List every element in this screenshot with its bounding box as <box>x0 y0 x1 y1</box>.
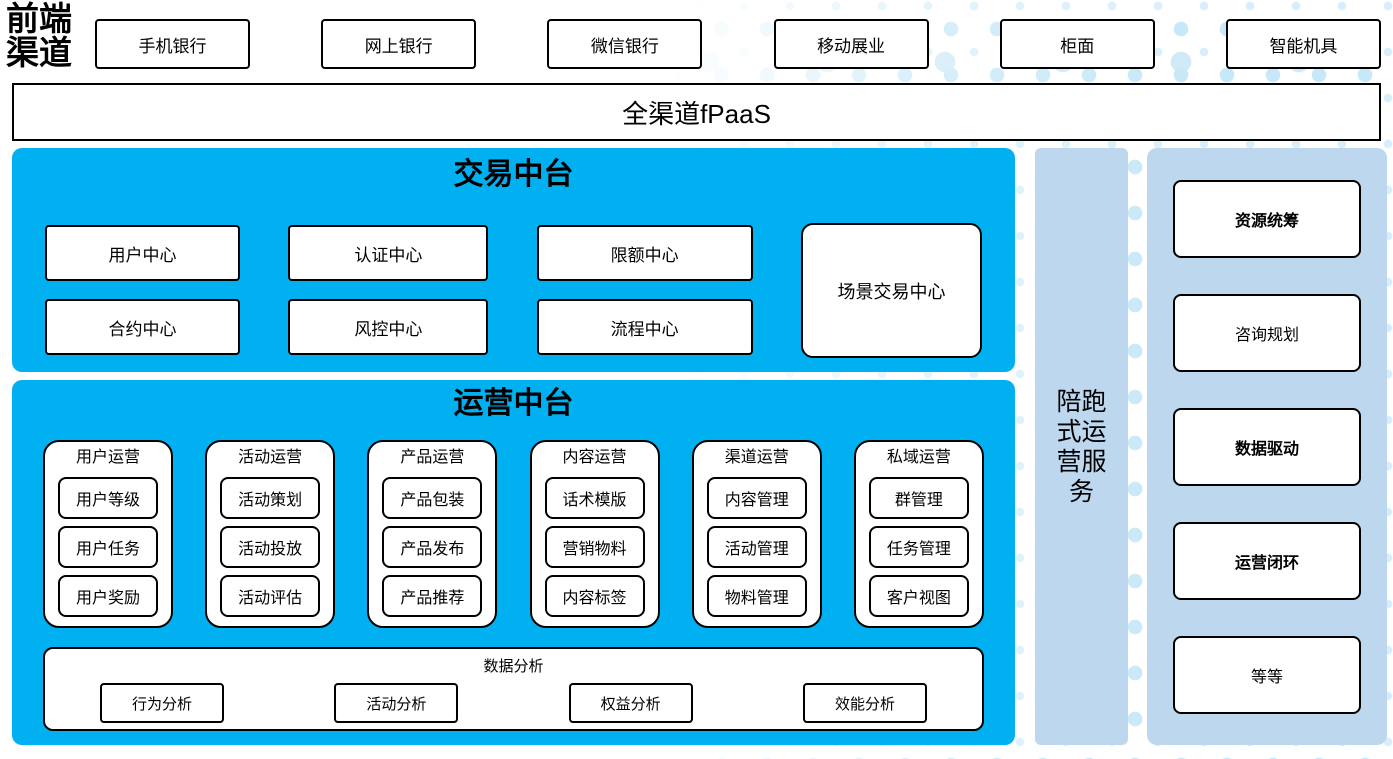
user-reward-box: 用户奖励 <box>58 575 158 617</box>
contract-center-box: 合约中心 <box>45 299 240 355</box>
column-title: 活动运营 <box>238 449 303 466</box>
activity-planning-box: 活动策划 <box>220 477 321 519</box>
etc-box: 等等 <box>1173 636 1361 714</box>
content-management-box: 内容管理 <box>706 477 807 519</box>
services-panel: 资源统筹 咨询规划 数据驱动 运营闭环 等等 <box>1147 148 1387 745</box>
channel-box-wechat-banking: 微信银行 <box>547 19 703 69</box>
marketing-material-box: 营销物料 <box>544 526 645 568</box>
task-management-box: 任务管理 <box>868 526 969 568</box>
channel-box-smart-devices: 智能机具 <box>1225 19 1381 69</box>
group-management-box: 群管理 <box>868 477 969 519</box>
activity-evaluation-box: 活动评估 <box>220 575 321 617</box>
product-release-box: 产品发布 <box>382 526 483 568</box>
column-title: 产品运营 <box>400 449 465 466</box>
operation-closed-loop-box: 运营闭环 <box>1173 522 1361 600</box>
content-tag-box: 内容标签 <box>544 575 645 617</box>
column-channel-operations: 渠道运营 内容管理 活动管理 物料管理 <box>691 440 822 628</box>
product-packaging-box: 产品包装 <box>382 477 483 519</box>
limit-center-box: 限额中心 <box>536 225 753 281</box>
column-content-operations: 内容运营 话术模版 营销物料 内容标签 <box>529 440 660 628</box>
product-recommend-box: 产品推荐 <box>382 575 483 617</box>
data-analysis-title: 数据分析 <box>483 658 544 675</box>
customer-view-box: 客户视图 <box>868 575 969 617</box>
user-level-box: 用户等级 <box>58 477 158 519</box>
data-analysis-container: 数据分析 行为分析 活动分析 权益分析 效能分析 <box>43 647 984 731</box>
trading-platform-title: 交易中台 <box>453 158 574 191</box>
trading-column-2: 认证中心 风控中心 <box>288 225 489 355</box>
activity-delivery-box: 活动投放 <box>220 526 321 568</box>
operations-columns: 用户运营 用户等级 用户任务 用户奖励 活动运营 活动策划 活动投放 活动评估 … <box>12 440 1015 628</box>
data-analysis-row: 行为分析 活动分析 权益分析 效能分析 <box>45 676 982 723</box>
column-activity-operations: 活动运营 活动策划 活动投放 活动评估 <box>205 440 336 628</box>
front-channels-row: 手机银行 网上银行 微信银行 移动展业 柜面 智能机具 <box>95 19 1381 69</box>
fpaas-bar: 全渠道fPaaS <box>12 83 1381 141</box>
script-template-box: 话术模版 <box>544 477 645 519</box>
channel-box-mobile-banking: 手机银行 <box>95 19 250 69</box>
trading-platform-panel: 交易中台 用户中心 合约中心 认证中心 风控中心 限额中心 流程中心 场景交易中… <box>12 148 1015 372</box>
data-driven-box: 数据驱动 <box>1173 408 1361 486</box>
activity-analysis-box: 活动分析 <box>334 683 459 723</box>
channel-box-online-banking: 网上银行 <box>321 19 477 69</box>
operations-platform-title: 运营中台 <box>453 387 574 420</box>
risk-center-box: 风控中心 <box>288 299 489 355</box>
accompanying-operation-service-label: 陪跑式运营服务 <box>1056 387 1107 506</box>
behavior-analysis-box: 行为分析 <box>100 683 224 723</box>
material-management-box: 物料管理 <box>706 575 807 617</box>
activity-management-box: 活动管理 <box>706 526 807 568</box>
rights-analysis-box: 权益分析 <box>568 683 693 723</box>
auth-center-box: 认证中心 <box>288 225 489 281</box>
front-channels-label: 前端渠道 <box>6 2 72 72</box>
user-task-box: 用户任务 <box>58 526 158 568</box>
efficiency-analysis-box: 效能分析 <box>802 683 927 723</box>
operations-platform-panel: 运营中台 用户运营 用户等级 用户任务 用户奖励 活动运营 活动策划 活动投放 … <box>12 380 1015 745</box>
column-title: 用户运营 <box>75 449 140 466</box>
trading-column-3: 限额中心 流程中心 <box>536 225 753 355</box>
column-title: 私域运营 <box>886 449 951 466</box>
column-user-operations: 用户运营 用户等级 用户任务 用户奖励 <box>43 440 173 628</box>
accompanying-operation-service-strip: 陪跑式运营服务 <box>1035 148 1128 745</box>
column-title: 渠道运营 <box>724 449 789 466</box>
scene-trading-center-box: 场景交易中心 <box>800 223 982 358</box>
column-product-operations: 产品运营 产品包装 产品发布 产品推荐 <box>367 440 498 628</box>
trading-column-1: 用户中心 合约中心 <box>45 225 240 355</box>
consulting-planning-box: 咨询规划 <box>1173 294 1361 372</box>
channel-box-counter: 柜面 <box>999 19 1155 69</box>
column-title: 内容运营 <box>562 449 627 466</box>
process-center-box: 流程中心 <box>536 299 753 355</box>
resource-coordination-box: 资源统筹 <box>1173 180 1361 258</box>
trading-platform-grid: 用户中心 合约中心 认证中心 风控中心 限额中心 流程中心 场景交易中心 <box>12 223 1015 358</box>
column-private-domain-operations: 私域运营 群管理 任务管理 客户视图 <box>853 440 984 628</box>
channel-box-mobile-marketing: 移动展业 <box>773 19 929 69</box>
user-center-box: 用户中心 <box>45 225 240 281</box>
